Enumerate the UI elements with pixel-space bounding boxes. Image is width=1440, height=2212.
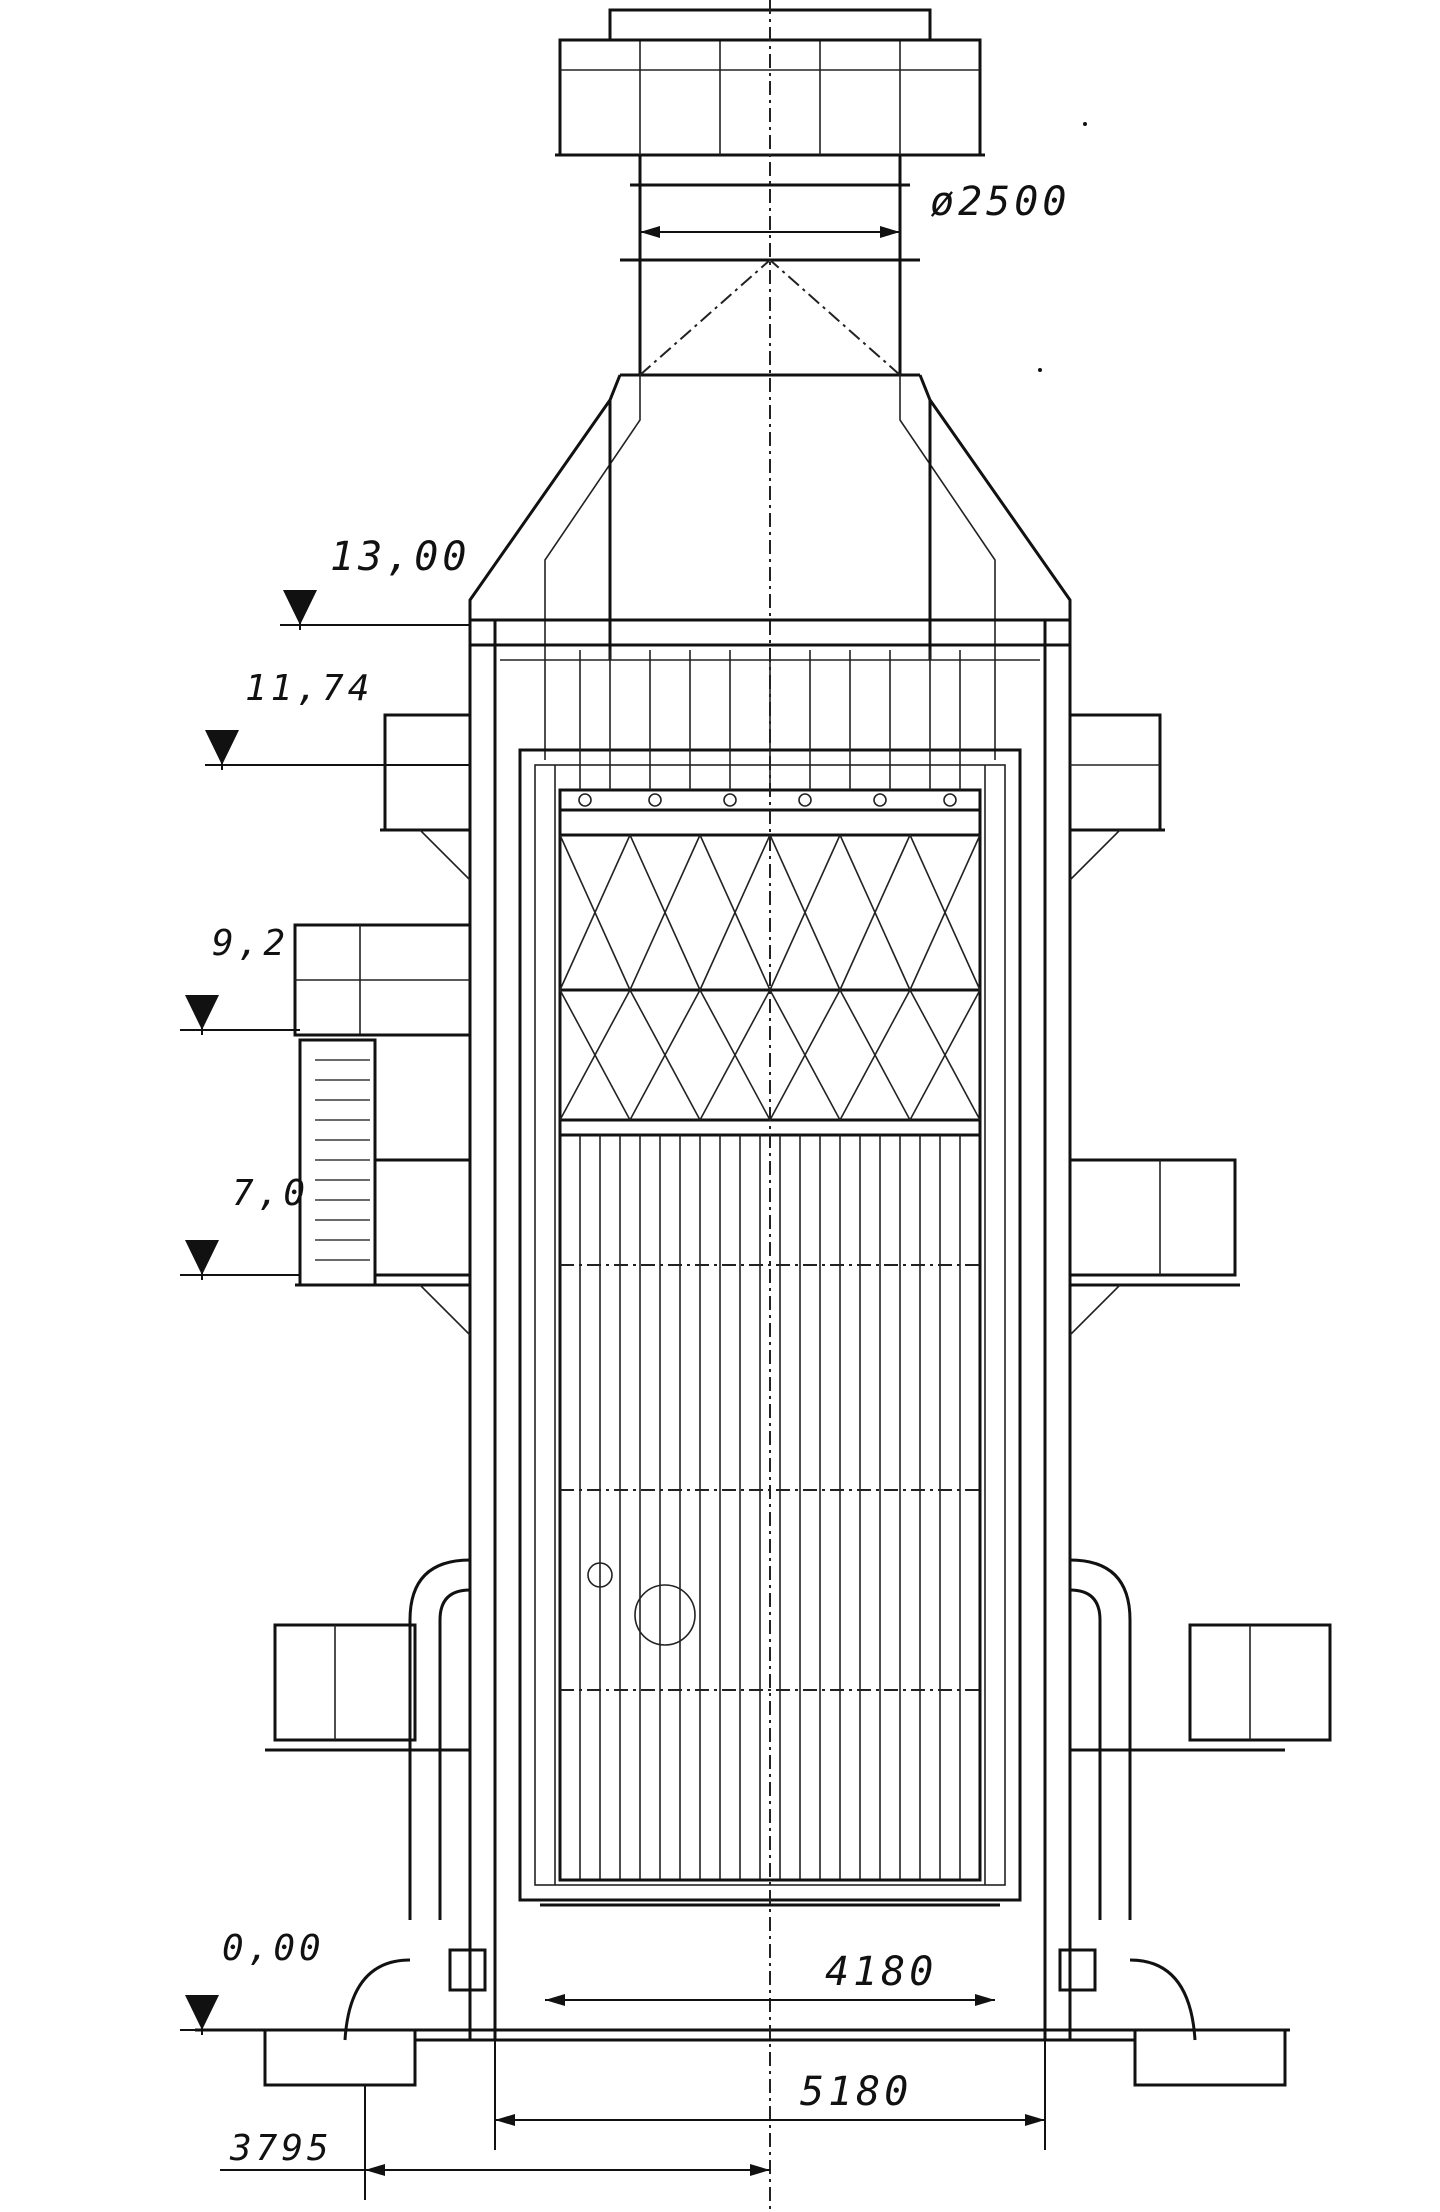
scan-speck [1083, 122, 1087, 126]
right-platforms [1068, 713, 1332, 1752]
elevation-label-11: 11,74 [245, 668, 373, 709]
elevation-label-13: 13,00 [330, 534, 470, 580]
scan-speck [1038, 368, 1042, 372]
inner-width-label: 4180 [825, 1949, 937, 1995]
half-base-label: 3795 [229, 2128, 333, 2169]
elevation-markers [180, 590, 470, 2035]
elevation-label-7: 7,0 [232, 1173, 309, 1214]
elevation-label-9: 9,2 [212, 923, 289, 964]
bottom-piping [343, 1558, 1197, 2041]
stairway [298, 1038, 377, 1287]
stack-diameter-label: ø2500 [930, 179, 1070, 225]
upper-tube-bank [559, 650, 981, 1137]
dimension-lines [220, 226, 1046, 2200]
column-span-label: 5180 [800, 2069, 912, 2115]
flue-hood [468, 374, 1072, 760]
left-platforms [265, 713, 472, 1752]
elevation-label-0: 0,00 [222, 1928, 325, 1969]
foundation [195, 2028, 1290, 2087]
